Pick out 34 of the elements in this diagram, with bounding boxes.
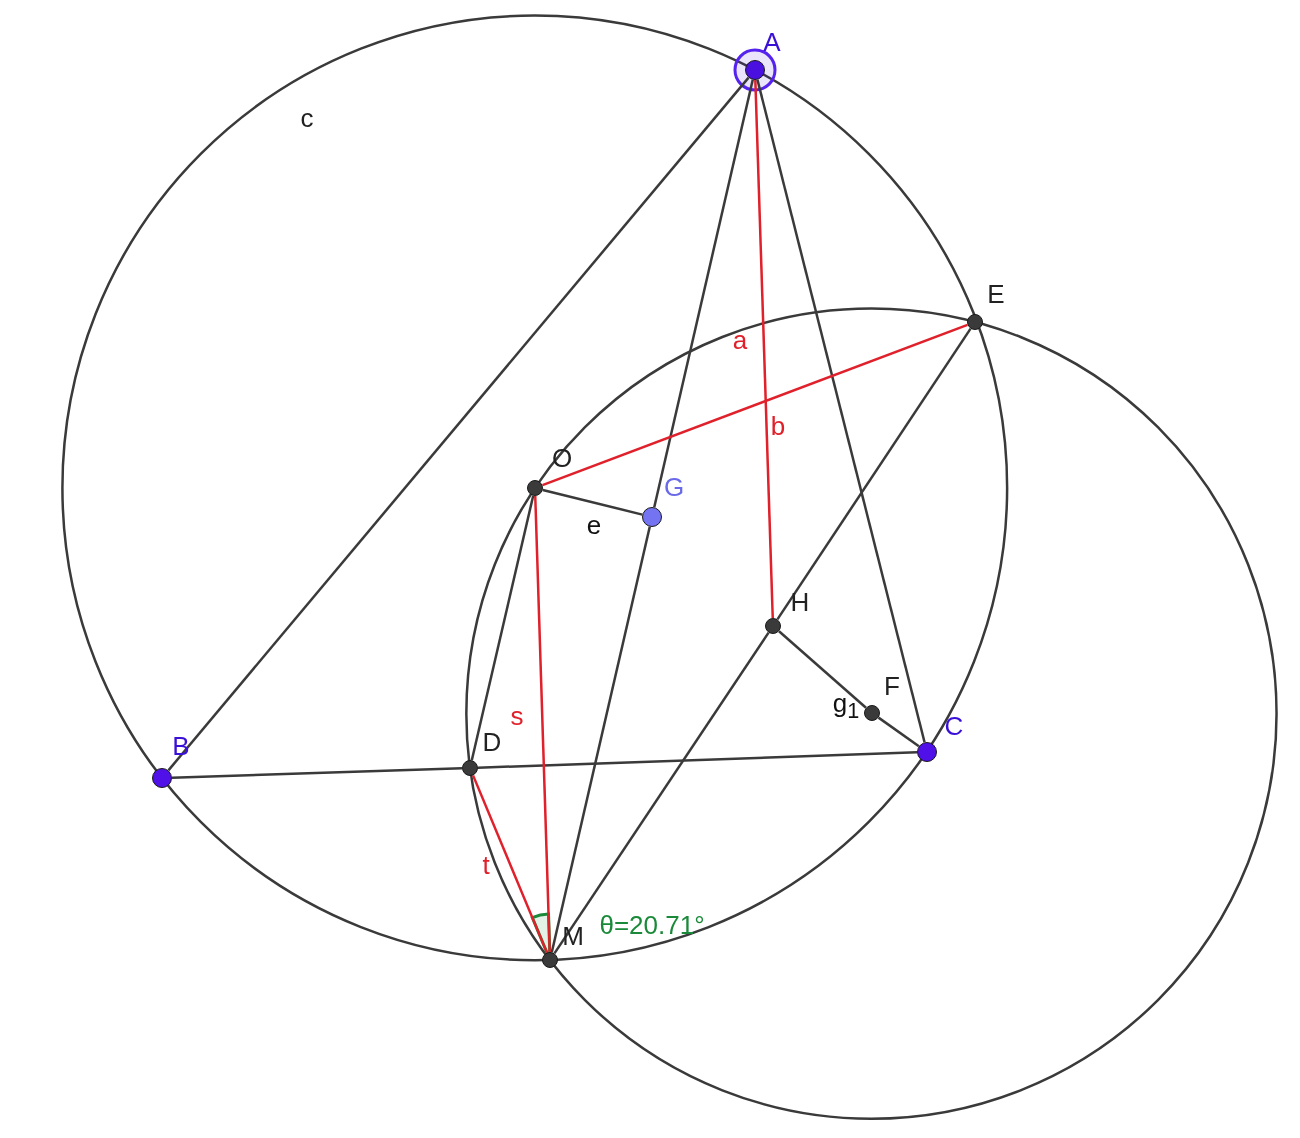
line-segment: [553, 631, 770, 955]
line-segment: [754, 79, 774, 619]
line-segment: [171, 767, 463, 779]
line-segment: [550, 526, 651, 953]
line-segment: [877, 716, 920, 748]
point-label: A: [763, 29, 781, 55]
line-segment: [756, 79, 926, 743]
point-label: D: [482, 729, 502, 755]
point-label: O: [551, 445, 573, 471]
segment-label: a: [732, 327, 748, 353]
line-segment: [653, 79, 754, 508]
point-label: C: [944, 713, 964, 739]
point-label: G: [663, 474, 685, 500]
point-label: B: [172, 733, 190, 759]
segment-label: g$_{1}$: [832, 690, 860, 722]
segment-label: t: [482, 852, 490, 878]
line-segment: [477, 751, 918, 769]
line-segment: [471, 774, 549, 954]
segment-label: b: [770, 413, 786, 439]
segment-label: s: [510, 703, 524, 729]
angle-label: θ=20.71°: [599, 912, 705, 938]
point-label: E: [987, 281, 1005, 307]
line-segment: [534, 495, 551, 953]
line-segment: [542, 323, 968, 487]
point-label: M: [562, 923, 584, 949]
line-segment: [776, 327, 972, 621]
line-segment: [167, 76, 750, 772]
segment-label: e: [586, 512, 602, 538]
line-segment: [470, 495, 535, 761]
point-label: H: [790, 589, 810, 615]
line-segment: [778, 630, 867, 709]
point-label: F: [884, 673, 900, 699]
line-segment: [542, 488, 643, 516]
circle-label: c: [300, 105, 314, 131]
